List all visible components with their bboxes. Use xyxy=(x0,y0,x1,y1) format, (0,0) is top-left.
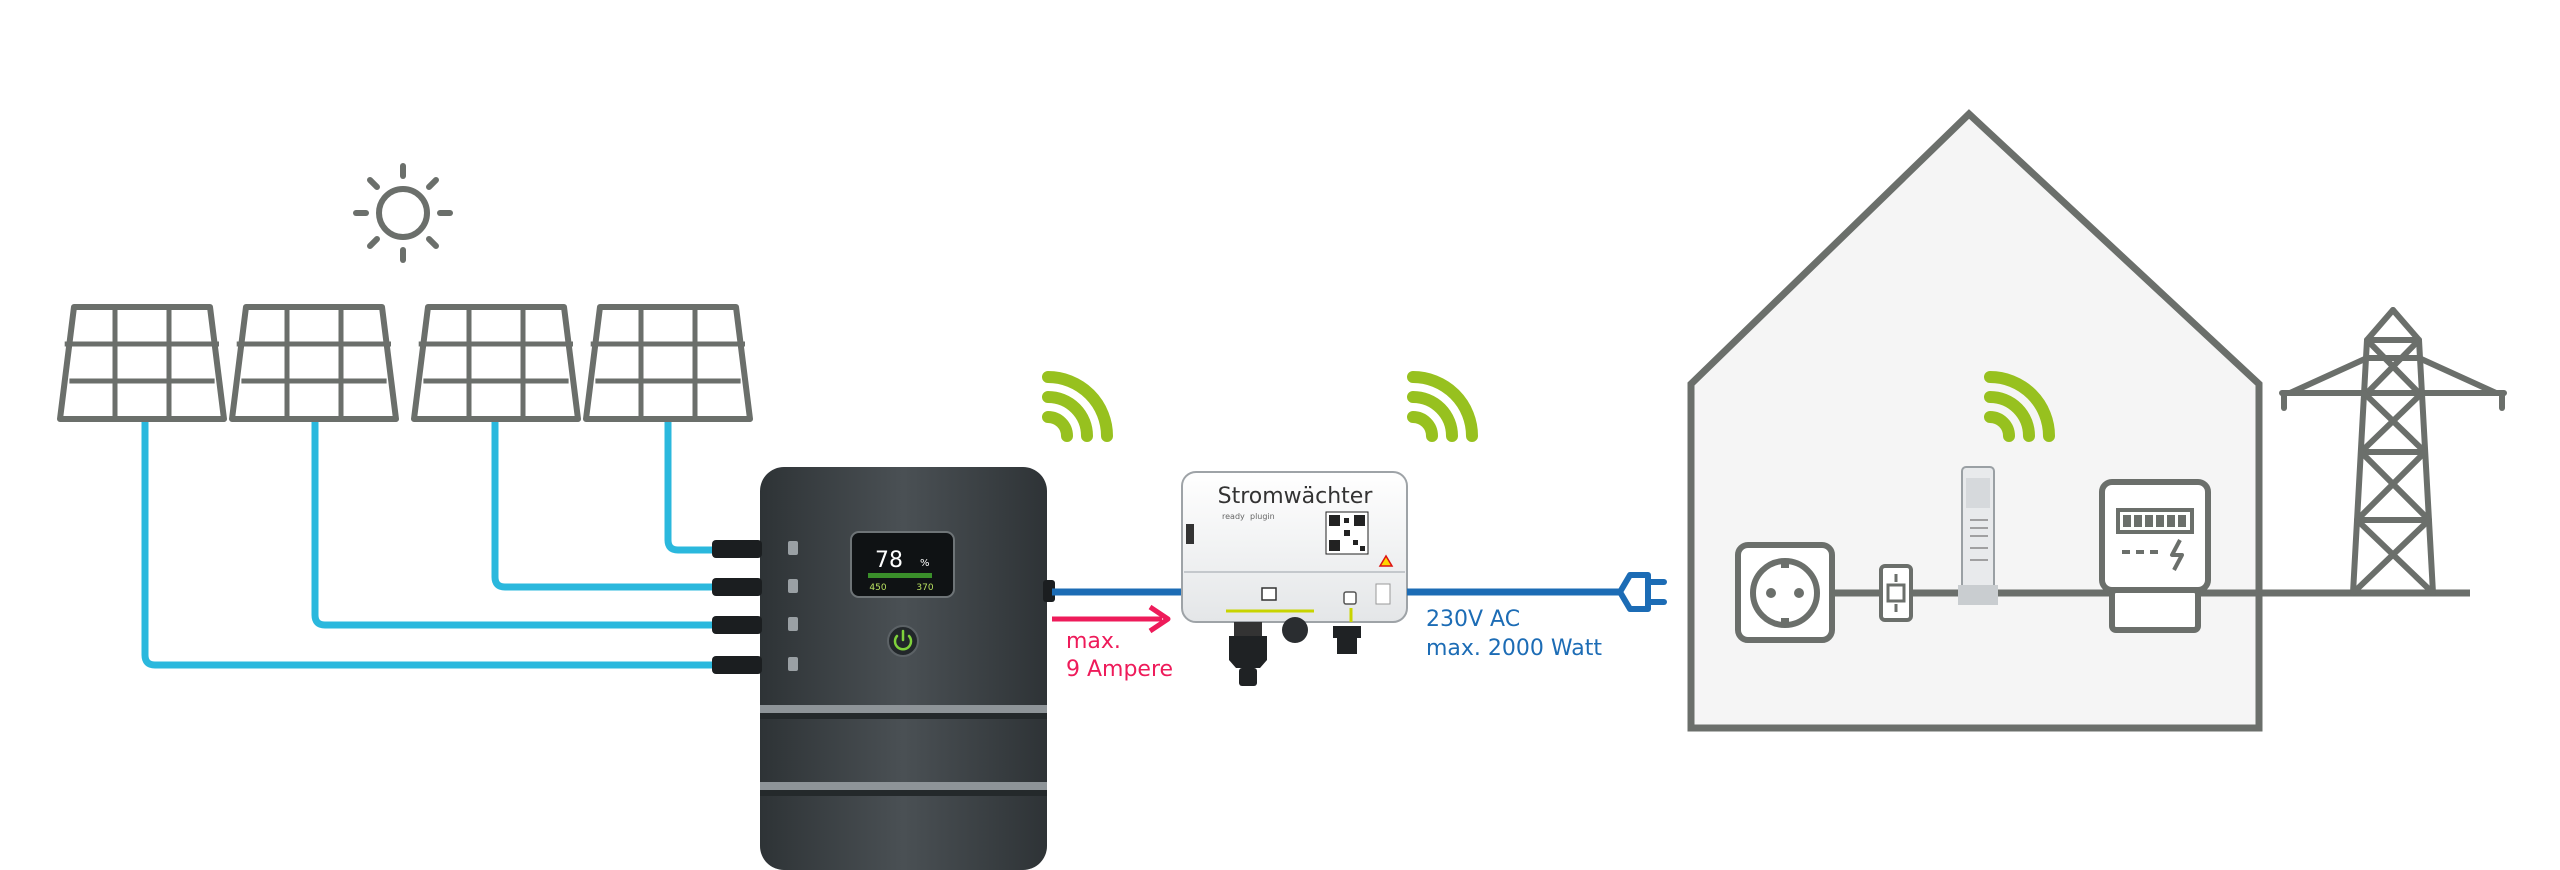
electricity-meter-icon xyxy=(2099,479,2211,633)
battery-percent: 78 xyxy=(875,548,903,573)
solar-panel-icon xyxy=(414,307,578,419)
qr-code-icon xyxy=(1325,511,1369,555)
power-button-icon xyxy=(887,625,919,657)
sun-icon xyxy=(353,163,453,263)
solar-panel-icon xyxy=(60,307,224,419)
circuit-breaker-icon xyxy=(1879,564,1913,622)
output-current-label: 9 Ampere xyxy=(1066,657,1173,682)
solar-panel-icon xyxy=(232,307,396,419)
output-max-label: max. xyxy=(1066,629,1121,654)
input-power: 450 xyxy=(869,583,886,593)
power-pylon-icon xyxy=(2279,307,2507,596)
wifi-icon xyxy=(1407,371,1478,442)
svg-text:%: % xyxy=(920,558,930,569)
wall-socket-icon xyxy=(1735,542,1835,643)
power-plug-icon xyxy=(1617,572,1667,612)
solar-panel-icon xyxy=(586,307,750,419)
svg-text:ready: ready xyxy=(1222,512,1245,521)
current-arrow xyxy=(1052,604,1171,634)
wifi-icon xyxy=(1984,371,2055,442)
solar-cables xyxy=(141,420,718,669)
smart-relay-icon xyxy=(1958,466,1998,605)
battery-storage-unit: 78 % 450 370 xyxy=(712,467,1055,870)
output-power: 370 xyxy=(916,583,933,593)
svg-text:plugin: plugin xyxy=(1250,512,1275,521)
grid-voltage-label: 230V AC xyxy=(1426,607,1520,632)
device-name: Stromwächter xyxy=(1218,484,1374,509)
wifi-icon xyxy=(1042,371,1113,442)
stromwaechter-device: Stromwächter ready plugin xyxy=(1181,471,1408,686)
grid-power-label: max. 2000 Watt xyxy=(1426,636,1602,661)
